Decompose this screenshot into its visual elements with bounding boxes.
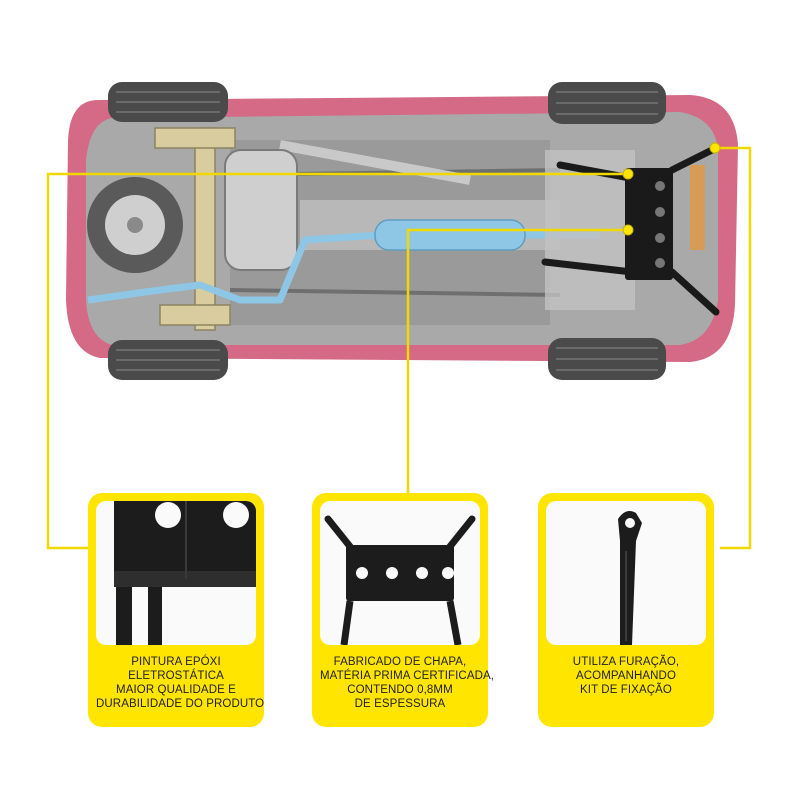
bracket-arm-photo bbox=[546, 501, 706, 645]
caption-line: ACOMPANHANDO bbox=[575, 670, 677, 682]
caption-line: MATÉRIA PRIMA CERTIFICADA, bbox=[320, 670, 495, 682]
caption-line: DE ESPESSURA bbox=[354, 698, 446, 710]
caption-line: FABRICADO DE CHAPA, bbox=[333, 656, 467, 668]
caption-line: KIT DE FIXAÇÃO bbox=[580, 684, 672, 696]
caption-line: UTILIZA FURAÇÃO, bbox=[572, 656, 680, 668]
feature-caption: UTILIZA FURAÇÃO, ACOMPANHANDO KIT DE FIX… bbox=[546, 655, 706, 697]
bracket-front-photo bbox=[320, 501, 480, 645]
feature-panel-material: FABRICADO DE CHAPA, MATÉRIA PRIMA CERTIF… bbox=[312, 493, 495, 727]
fuel-tank bbox=[224, 149, 298, 271]
feature-panel-epoxy: PINTURA EPÓXI ELETROSTÁTICA MAIOR QUALID… bbox=[88, 493, 264, 727]
car-underbody-illustration bbox=[66, 82, 738, 380]
caption-line: MAIOR QUALIDADE E bbox=[116, 684, 236, 696]
caption-line: CONTENDO 0,8MM bbox=[347, 684, 453, 696]
caption-line: DURABILIDADE DO PRODUTO bbox=[96, 698, 265, 710]
caption-line: PINTURA EPÓXI bbox=[131, 656, 221, 668]
feature-caption: FABRICADO DE CHAPA, MATÉRIA PRIMA CERTIF… bbox=[320, 655, 495, 711]
caption-line: ELETROSTÁTICA bbox=[128, 670, 224, 682]
feature-panel-fixation: UTILIZA FURAÇÃO, ACOMPANHANDO KIT DE FIX… bbox=[538, 493, 714, 727]
bracket-closeup-photo bbox=[96, 501, 256, 645]
feature-caption: PINTURA EPÓXI ELETROSTÁTICA MAIOR QUALID… bbox=[96, 655, 265, 711]
spare-tire bbox=[87, 177, 183, 273]
